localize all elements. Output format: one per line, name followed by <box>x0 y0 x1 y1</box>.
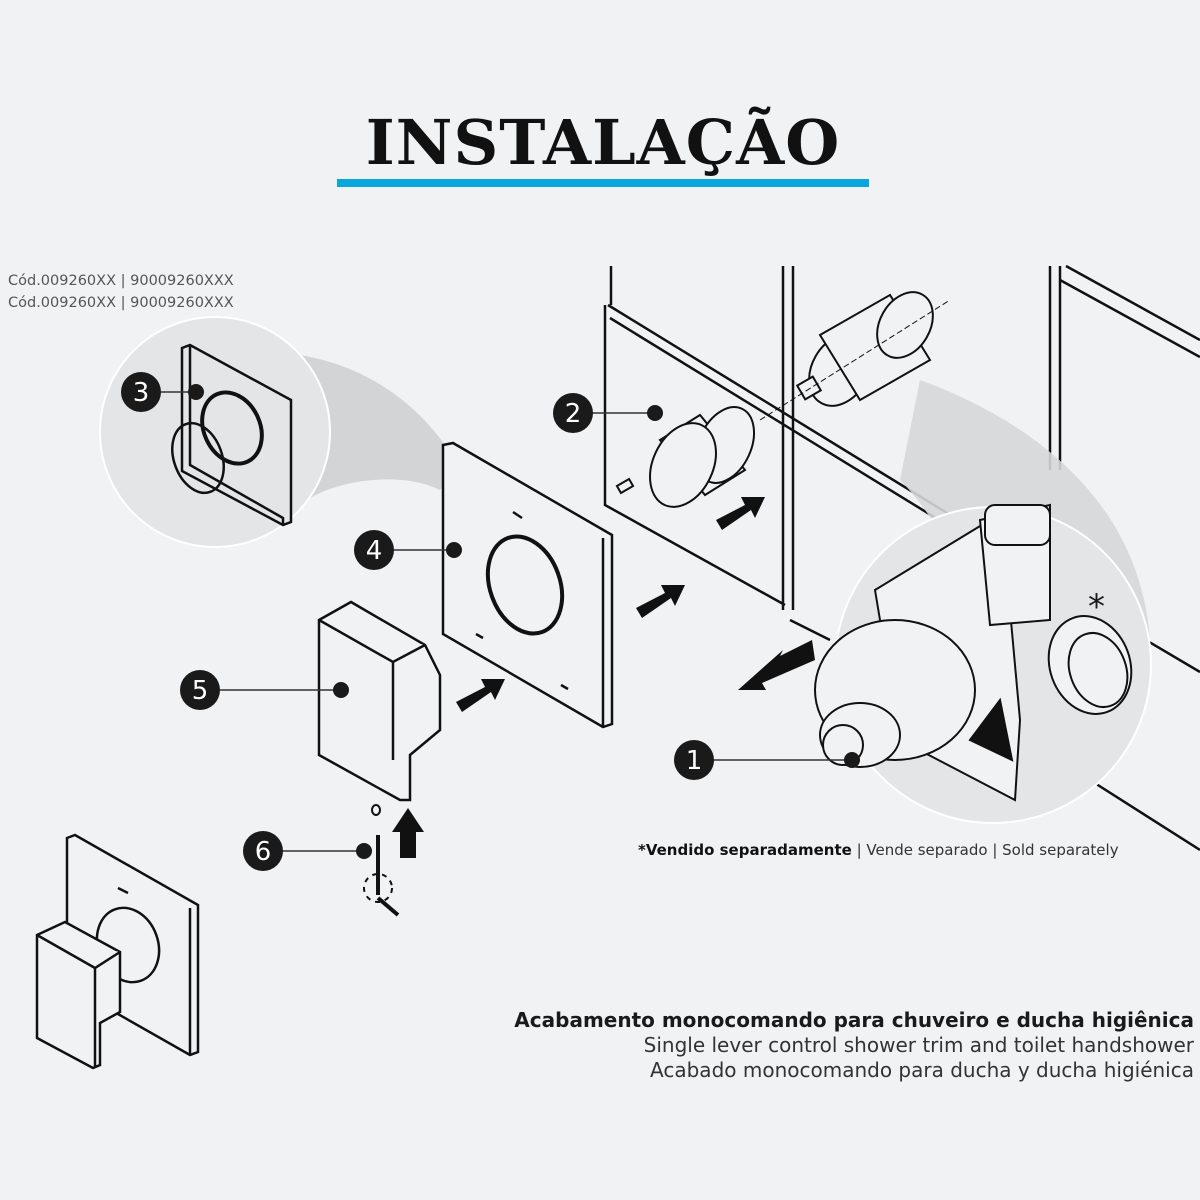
svg-text:2: 2 <box>565 399 582 429</box>
caption-pt: Acabamento monocomando para chuveiro e d… <box>514 1008 1194 1032</box>
sold-separately-note: *Vendido separadamente | Vende separado … <box>638 841 1119 859</box>
arrow-icon <box>456 679 505 712</box>
seal-plate-icon <box>171 343 293 527</box>
sold-separately-rest: | Vende separado | Sold separately <box>851 841 1119 859</box>
callout-3: 3 <box>121 372 204 412</box>
svg-text:1: 1 <box>686 746 703 776</box>
callout-2: 2 <box>553 393 663 433</box>
arrow-icon <box>738 640 815 690</box>
svg-text:4: 4 <box>366 536 383 566</box>
sold-separately-bold: *Vendido separadamente <box>638 841 852 859</box>
caption-es: Acabado monocomando para ducha y ducha h… <box>650 1058 1194 1082</box>
callout-6: 6 <box>243 831 372 871</box>
arrow-icon <box>716 497 765 530</box>
product-code-line: Cód.009260XX | 90009260XXX <box>8 295 234 311</box>
wall-panel <box>603 305 786 607</box>
arrow-icon <box>636 585 685 618</box>
svg-text:6: 6 <box>255 837 272 867</box>
page-title: INSTALAÇÃO <box>365 106 841 179</box>
cartridge-icon <box>759 291 951 421</box>
product-caption: Acabamento monocomando para chuveiro e d… <box>514 1008 1194 1083</box>
handle-icon <box>317 600 442 802</box>
callout-5: 5 <box>180 670 349 710</box>
callouts: 1 2 3 4 5 6 <box>121 372 860 871</box>
asterisk-marker: * <box>1088 587 1105 627</box>
cover-cap-icon <box>615 406 756 508</box>
callout-4: 4 <box>354 530 462 570</box>
caption-en: Single lever control shower trim and toi… <box>643 1033 1194 1057</box>
wall-tiles <box>607 264 1200 852</box>
assembled-product-icon <box>35 833 200 1070</box>
svg-text:5: 5 <box>192 676 209 706</box>
product-codes: Cód.009260XX | 90009260XXX Cód.009260XX … <box>8 270 234 314</box>
svg-text:3: 3 <box>133 378 150 408</box>
wall-plate-icon <box>441 441 614 729</box>
title-underline <box>337 179 869 187</box>
set-screw-icon <box>363 804 400 917</box>
zoom-cone-left <box>300 355 460 505</box>
product-code-line: Cód.009260XX | 90009260XXX <box>8 273 234 289</box>
callout-1: 1 <box>674 740 860 780</box>
valve-body-icon <box>814 503 1133 802</box>
arrow-up-icon <box>392 808 424 858</box>
